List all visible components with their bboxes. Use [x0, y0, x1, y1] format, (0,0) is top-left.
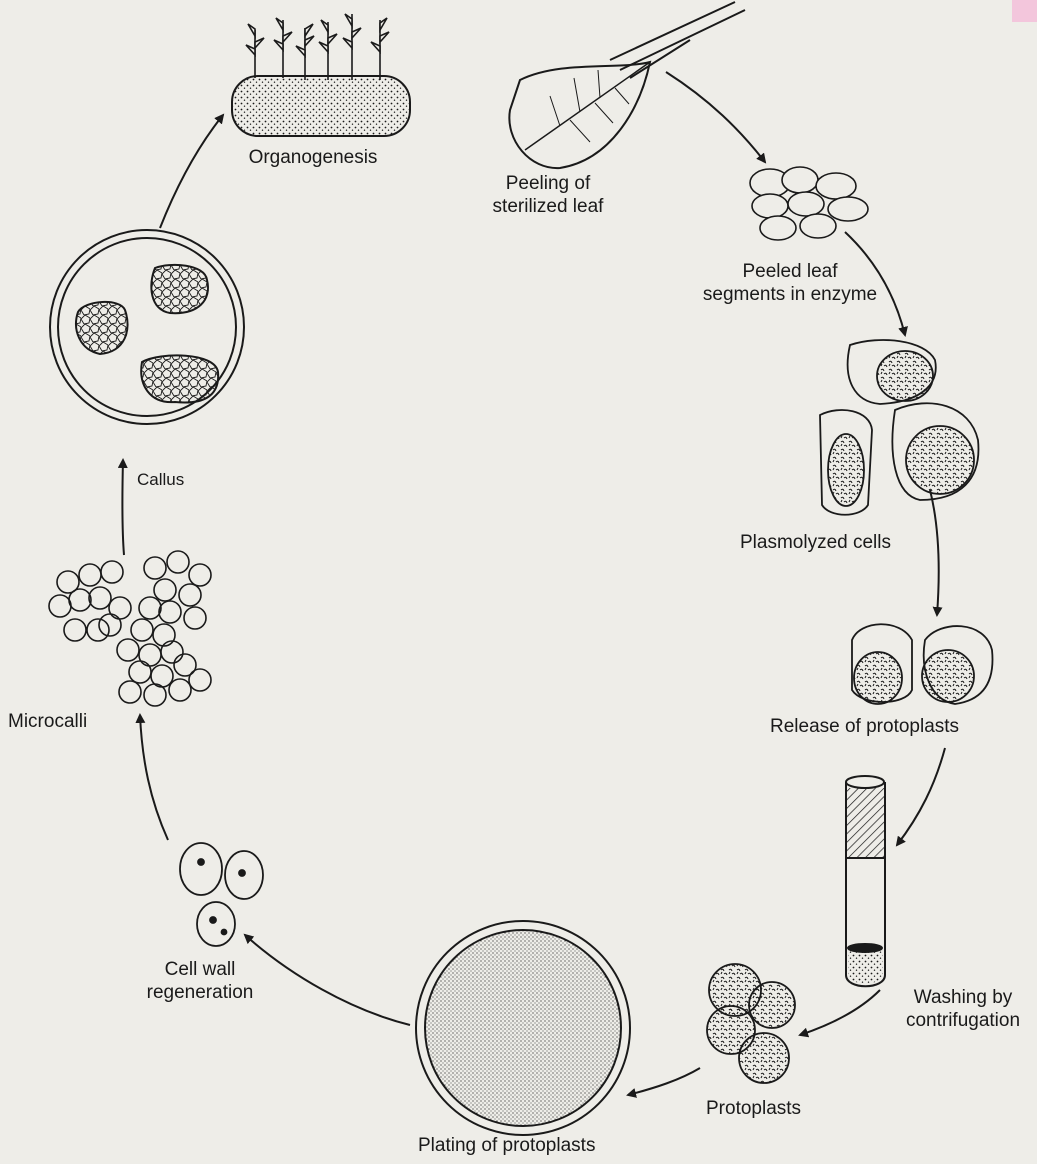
- microcallus-cell: [153, 624, 175, 646]
- microcallus-cell: [139, 597, 161, 619]
- label-plasmolyzed: Plasmolyzed cells: [740, 531, 891, 554]
- centrifuge-tube: [846, 776, 885, 986]
- microcallus-cell: [117, 639, 139, 661]
- label-release: Release of protoplasts: [770, 715, 959, 738]
- microcallus-cell: [144, 557, 166, 579]
- microcalli-cluster: [49, 551, 211, 706]
- sterilized-leaf: [509, 2, 745, 168]
- microcallus-cell: [119, 681, 141, 703]
- label-peeled-segments: Peeled leaf segments in enzyme: [695, 260, 885, 306]
- organogenesis-callus: [232, 14, 410, 136]
- microcallus-cell: [144, 684, 166, 706]
- label-washing: Washing by contrifugation: [898, 986, 1028, 1032]
- label-cell-wall-line1: Cell wall: [120, 958, 280, 981]
- label-washing-line2: contrifugation: [898, 1009, 1028, 1032]
- microcallus-cell: [131, 619, 153, 641]
- microcallus-cell: [169, 679, 191, 701]
- label-washing-line1: Washing by: [898, 986, 1028, 1009]
- microcallus-cell: [189, 669, 211, 691]
- label-plating: Plating of protoplasts: [418, 1134, 595, 1157]
- label-cell-wall: Cell wall regeneration: [120, 958, 280, 1004]
- label-callus: Callus: [137, 468, 184, 491]
- label-organogenesis: Organogenesis: [225, 146, 401, 169]
- released-protoplasts: [852, 624, 993, 704]
- peeled-leaf-segments: [750, 167, 868, 240]
- callus-dish: [50, 230, 244, 424]
- microcallus-cell: [129, 661, 151, 683]
- plating-dish: [416, 921, 630, 1135]
- microcallus-cell: [159, 601, 181, 623]
- label-peeled-line1: Peeled leaf: [695, 260, 885, 283]
- microcallus-cell: [189, 564, 211, 586]
- microcallus-cell: [154, 579, 176, 601]
- label-peeling-line1: Peeling of: [473, 172, 623, 195]
- label-microcalli: Microcalli: [8, 710, 87, 733]
- microcallus-cell: [167, 551, 189, 573]
- plasmolyzed-cells: [820, 340, 978, 515]
- microcallus-cell: [64, 619, 86, 641]
- microcallus-cell: [179, 584, 201, 606]
- label-peeled-line2: segments in enzyme: [695, 283, 885, 306]
- microcallus-cell: [161, 641, 183, 663]
- microcallus-cell: [49, 595, 71, 617]
- regenerated-cells: [180, 843, 263, 946]
- microcallus-cell: [89, 587, 111, 609]
- microcallus-cell: [87, 619, 109, 641]
- label-peeling-line2: sterilized leaf: [473, 195, 623, 218]
- protoplast-cluster: [707, 964, 795, 1083]
- label-protoplasts: Protoplasts: [706, 1097, 801, 1120]
- microcallus-cell: [69, 589, 91, 611]
- microcallus-cell: [101, 561, 123, 583]
- microcallus-cell: [79, 564, 101, 586]
- microcallus-cell: [139, 644, 161, 666]
- microcallus-cell: [184, 607, 206, 629]
- microcallus-cell: [99, 614, 121, 636]
- label-cell-wall-line2: regeneration: [120, 981, 280, 1004]
- label-peeling: Peeling of sterilized leaf: [473, 172, 623, 218]
- microcallus-cell: [109, 597, 131, 619]
